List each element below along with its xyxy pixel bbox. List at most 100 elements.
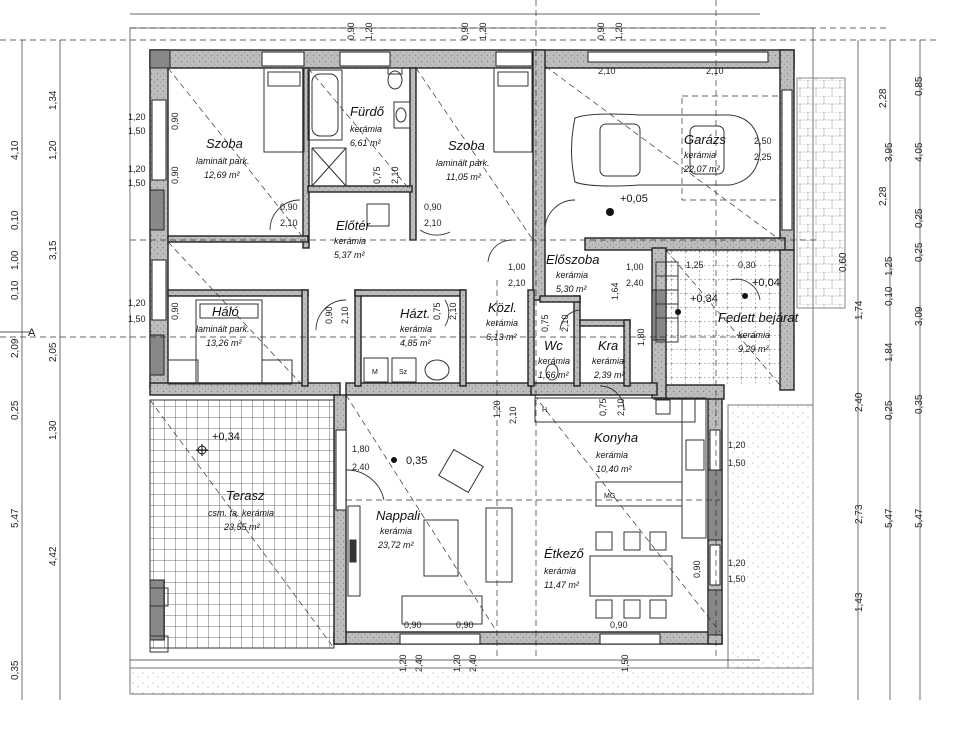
- site-outline: [129, 27, 846, 695]
- svg-text:3,09: 3,09: [914, 306, 925, 326]
- washer-label: M: [372, 369, 378, 376]
- svg-text:kerámia: kerámia: [738, 330, 770, 340]
- svg-text:2,09: 2,09: [10, 338, 21, 358]
- svg-text:0,90: 0,90: [404, 620, 422, 630]
- svg-text:Fedett bejárat: Fedett bejárat: [718, 310, 800, 325]
- svg-text:1,74: 1,74: [854, 300, 865, 320]
- svg-text:kerámia: kerámia: [380, 526, 412, 536]
- svg-text:1,80: 1,80: [352, 444, 370, 454]
- construction-lines: [0, 0, 940, 660]
- left-dimensions: 4,10 0,10 1,00 0,10 2,09 0,25 5,47 0,35 …: [10, 90, 59, 680]
- svg-text:5,37 m²: 5,37 m²: [334, 250, 366, 260]
- level-markers: +0,34 +0,05 +0,34 +0,04 0,35: [196, 193, 780, 467]
- svg-text:0,90: 0,90: [346, 22, 356, 40]
- svg-text:1,20: 1,20: [492, 400, 502, 418]
- svg-text:1,30: 1,30: [48, 420, 59, 440]
- svg-text:6,61 m²: 6,61 m²: [350, 138, 382, 148]
- svg-text:0,90: 0,90: [460, 22, 470, 40]
- level-living: 0,35: [406, 455, 427, 467]
- svg-text:Konyha: Konyha: [594, 430, 638, 445]
- svg-text:1,20: 1,20: [128, 164, 146, 174]
- level-marker-living: 0,35: [391, 455, 427, 467]
- svg-text:1,20: 1,20: [128, 298, 146, 308]
- room-szoba-2: Szoba laminált park. 11,05 m²: [436, 138, 490, 182]
- svg-text:2,10: 2,10: [560, 314, 570, 332]
- svg-text:2,40: 2,40: [414, 654, 424, 672]
- room-eloter: Előtér kerámia 5,37 m²: [334, 218, 371, 260]
- svg-text:0,10: 0,10: [10, 280, 21, 300]
- svg-text:0,90: 0,90: [170, 166, 180, 184]
- svg-text:1,34: 1,34: [48, 90, 59, 110]
- opening-dimensions: 1,20 1,50 0,90 1,20 1,50 0,90 1,20 1,50 …: [128, 22, 772, 672]
- svg-text:0,90: 0,90: [610, 620, 628, 630]
- svg-text:11,05 m²: 11,05 m²: [446, 172, 482, 182]
- svg-text:0,90: 0,90: [170, 112, 180, 130]
- svg-text:kerámia: kerámia: [334, 236, 366, 246]
- doors: [269, 199, 761, 501]
- svg-text:Szoba: Szoba: [448, 138, 485, 153]
- svg-text:Garázs: Garázs: [684, 132, 726, 147]
- svg-text:1,20: 1,20: [452, 654, 462, 672]
- room-garazs: Garázs kerámia 22,07 m²: [683, 132, 726, 174]
- svg-text:1,50: 1,50: [128, 178, 146, 188]
- room-halo: Háló laminált park. 13,26 m²: [196, 304, 250, 348]
- svg-text:kerámia: kerámia: [538, 356, 570, 366]
- svg-text:Közl.: Közl.: [488, 300, 517, 315]
- svg-text:1,20: 1,20: [128, 112, 146, 122]
- svg-text:6,13 m²: 6,13 m²: [486, 332, 518, 342]
- room-etkezo: Étkező kerámia 11,47 m²: [544, 546, 585, 590]
- svg-text:22,07 m²: 22,07 m²: [683, 164, 721, 174]
- svg-text:2,10: 2,10: [390, 166, 400, 184]
- svg-text:1,00: 1,00: [508, 262, 526, 272]
- svg-text:11,47 m²: 11,47 m²: [544, 580, 580, 590]
- svg-text:2,40: 2,40: [854, 392, 865, 412]
- svg-text:1,20: 1,20: [728, 558, 746, 568]
- axis-marker: A: [0, 327, 36, 339]
- svg-text:Fürdő: Fürdő: [350, 104, 385, 119]
- level-garage: +0,05: [620, 193, 648, 205]
- svg-text:1,66 m²: 1,66 m²: [538, 370, 570, 380]
- svg-text:Szoba: Szoba: [206, 136, 243, 151]
- svg-text:1,20: 1,20: [48, 140, 59, 160]
- dimension-lines: [21, 13, 921, 700]
- svg-text:0,90: 0,90: [424, 202, 442, 212]
- level-marker-entry: +0,34: [675, 293, 718, 315]
- svg-text:1,50: 1,50: [128, 126, 146, 136]
- svg-text:4,10: 4,10: [10, 140, 21, 160]
- dishwasher-label: MG: [604, 493, 615, 500]
- svg-text:13,26 m²: 13,26 m²: [206, 338, 243, 348]
- room-kra: Kra kerámia 2,39 m²: [592, 338, 626, 380]
- level-outside: +0,04: [752, 277, 780, 289]
- wall-columns: [149, 49, 723, 641]
- svg-text:2,28: 2,28: [878, 186, 889, 206]
- svg-text:0,90: 0,90: [170, 302, 180, 320]
- room-nappali: Nappali kerámia 23,72 m²: [376, 508, 421, 550]
- svg-text:1,20: 1,20: [614, 22, 624, 40]
- svg-text:1,50: 1,50: [728, 574, 746, 584]
- svg-text:Kra: Kra: [598, 338, 618, 353]
- svg-text:2,40: 2,40: [352, 462, 370, 472]
- covered-entry-floor: [665, 250, 782, 385]
- room-szoba-1: Szoba laminált park. 12,69 m²: [196, 136, 250, 180]
- svg-text:0,10: 0,10: [884, 286, 895, 306]
- svg-text:1,00: 1,00: [10, 250, 21, 270]
- svg-text:2,10: 2,10: [448, 302, 458, 320]
- svg-text:0,25: 0,25: [10, 400, 21, 420]
- svg-text:Előtér: Előtér: [336, 218, 371, 233]
- svg-text:2,39 m²: 2,39 m²: [593, 370, 626, 380]
- fridge-label: H: [542, 407, 547, 414]
- room-wc: Wc kerámia 1,66 m²: [538, 338, 570, 380]
- svg-text:0,75: 0,75: [540, 314, 550, 332]
- dryer-label: Sz: [399, 369, 408, 376]
- svg-text:2,25: 2,25: [754, 152, 772, 162]
- svg-text:1,20: 1,20: [478, 22, 488, 40]
- svg-text:Terasz: Terasz: [226, 488, 265, 503]
- svg-text:1,64: 1,64: [610, 282, 620, 300]
- svg-text:1,80: 1,80: [636, 328, 646, 346]
- svg-text:2,10: 2,10: [508, 406, 518, 424]
- svg-text:kerámia: kerámia: [486, 318, 518, 328]
- svg-text:2,10: 2,10: [598, 66, 616, 76]
- svg-text:2,10: 2,10: [340, 306, 350, 324]
- svg-text:2,73: 2,73: [854, 504, 865, 524]
